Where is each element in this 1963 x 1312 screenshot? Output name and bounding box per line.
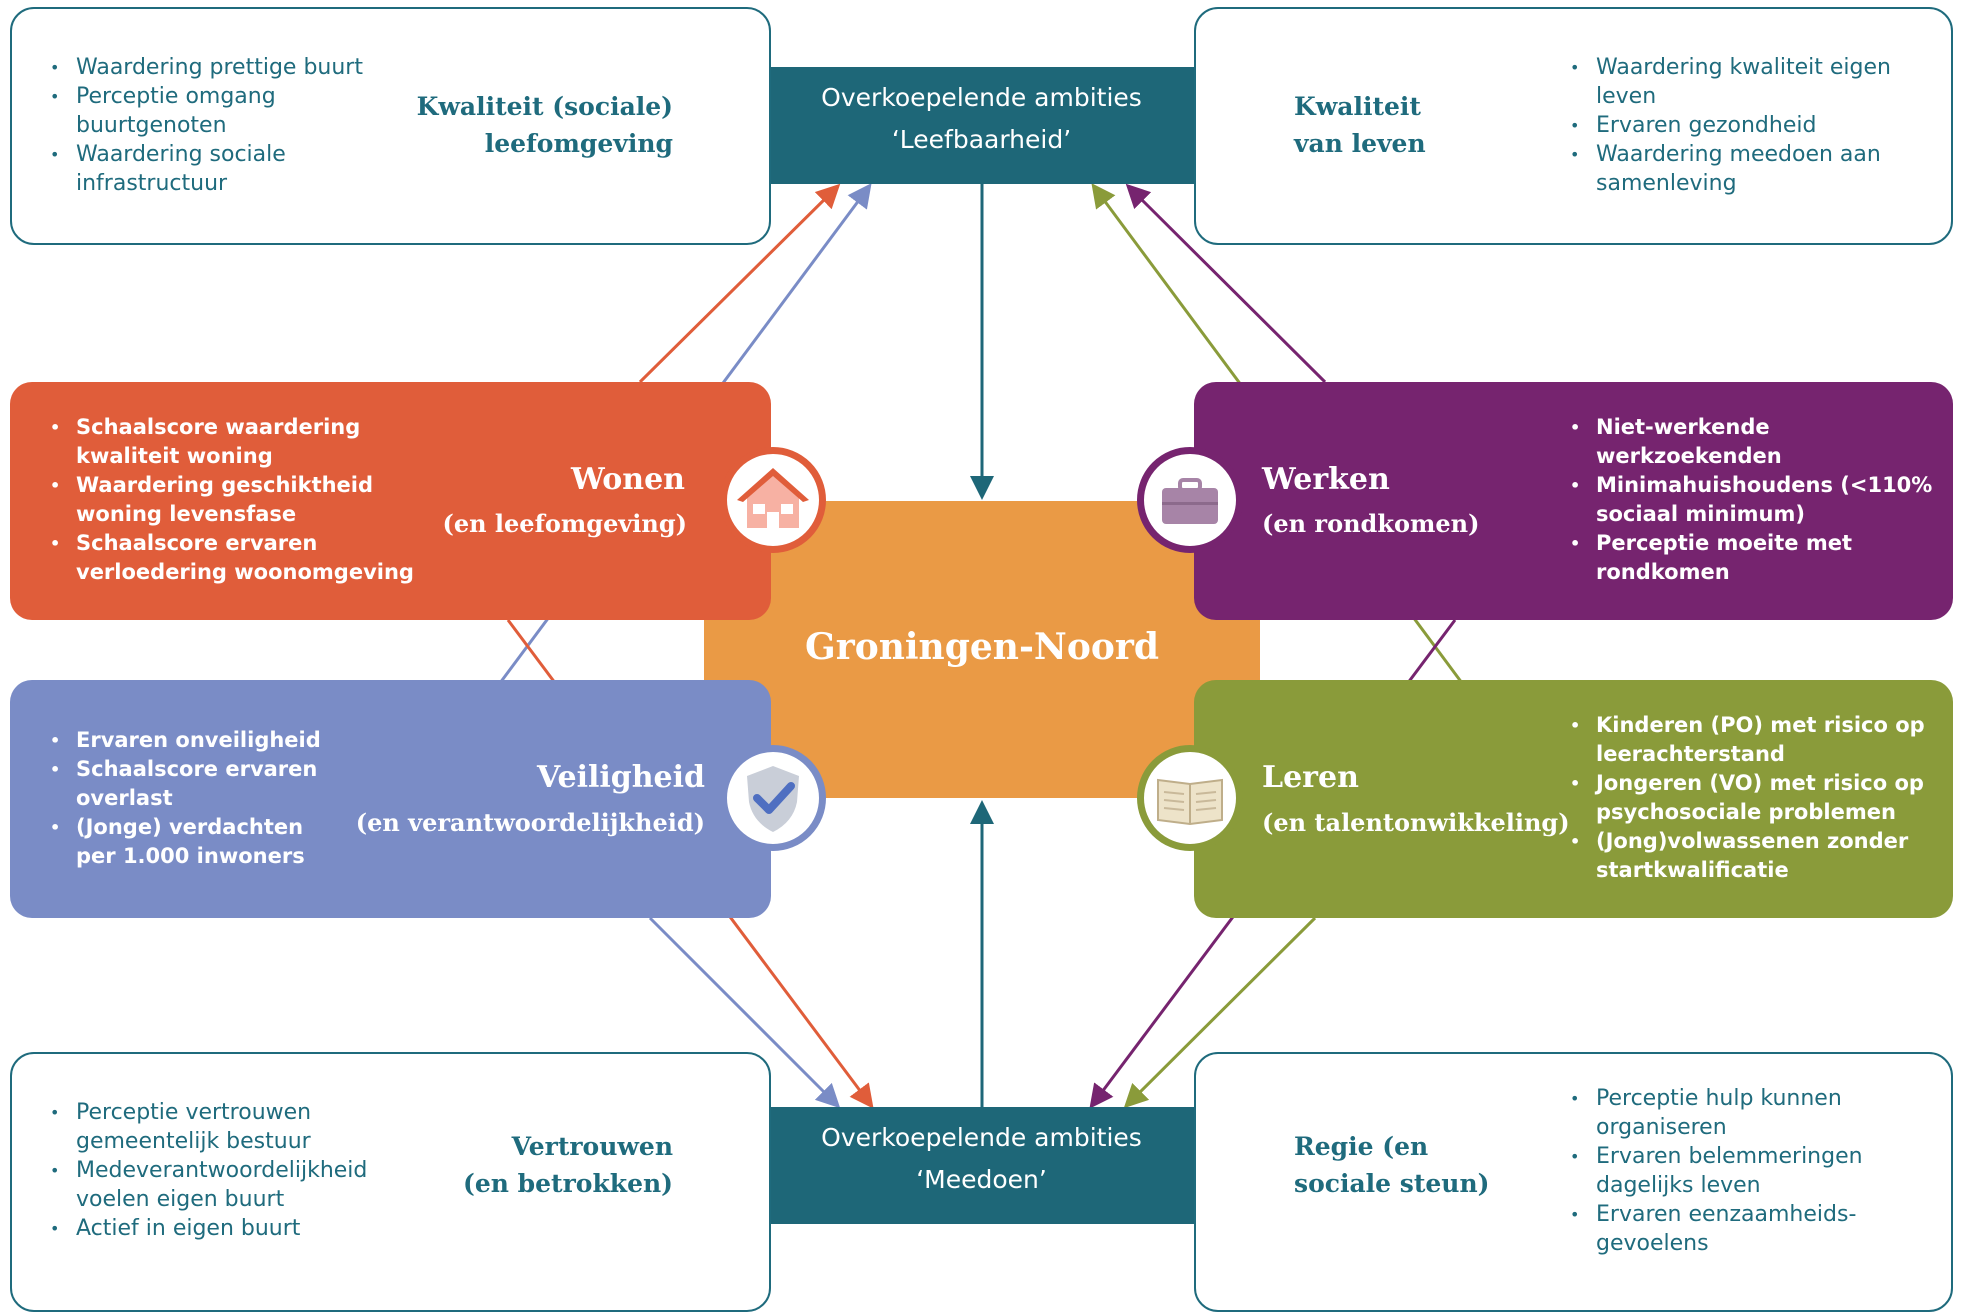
list-item: Perceptie moeite met [1570, 529, 1932, 558]
list-item: kwaliteit woning [76, 444, 273, 468]
subtitle-leren: (en talentonwikkeling) [1262, 808, 1570, 837]
list-item: Minimahuishoudens (<110% [1570, 471, 1932, 500]
arrow-veiligheid-to-meedoen [648, 916, 841, 1109]
list-item: startkwalificatie [1596, 858, 1789, 882]
list-item: Perceptie vertrouwen [50, 1098, 367, 1127]
list-item: Schaalscore waardering [50, 413, 414, 442]
list-item: (Jong)volwassenen zonder [1570, 827, 1925, 856]
list-item: dagelijks leven [1596, 1173, 1761, 1198]
arrow-werken-to-leefbaarheid [1125, 183, 1327, 384]
title-kwaliteit-van-leven: Kwaliteit van leven [1294, 92, 1426, 158]
book-icon [1137, 745, 1243, 851]
list-item: buurtgenoten [76, 113, 227, 138]
list-item: Waardering prettige buurt [50, 53, 363, 82]
list-item: Actief in eigen buurt [50, 1214, 367, 1243]
list-item: Schaalscore ervaren [50, 529, 414, 558]
list-werken: Niet-werkende werkzoekenden Minimahuisho… [1570, 413, 1932, 587]
briefcase-icon [1137, 447, 1243, 553]
box-veiligheid [10, 680, 771, 918]
ambition-leefbaarheid: Overkoepelende ambities ‘Leefbaarheid’ [703, 67, 1260, 184]
list-item: Schaalscore ervaren [50, 755, 321, 784]
center-box: Groningen-Noord [704, 501, 1260, 798]
house-icon [720, 447, 826, 553]
list-top-right: Waardering kwaliteit eigen leven Ervaren… [1570, 53, 1891, 198]
list-item: Kinderen (PO) met risico op [1570, 711, 1925, 740]
shield-check-icon [720, 745, 826, 851]
list-item: Ervaren eenzaamheids- [1570, 1200, 1863, 1229]
list-item: gevoelens [1596, 1231, 1709, 1256]
list-item: samenleving [1596, 171, 1737, 196]
list-item: Ervaren belemmeringen [1570, 1142, 1863, 1171]
list-item: overlast [76, 786, 173, 810]
title-wonen: Wonen [571, 462, 685, 497]
ambition-leefbaarheid-line1: Overkoepelende ambities [821, 83, 1142, 112]
arrow-leren-to-meedoen [1123, 916, 1317, 1109]
list-item: woning levensfase [76, 502, 297, 526]
ambition-meedoen-line1: Overkoepelende ambities [821, 1123, 1142, 1152]
title-leren: Leren [1262, 760, 1359, 795]
list-veiligheid: Ervaren onveiligheid Schaalscore ervaren… [50, 726, 321, 871]
list-item: rondkomen [1596, 560, 1730, 584]
title-veiligheid: Veiligheid [536, 760, 705, 795]
ambition-leefbaarheid-line2: ‘Leefbaarheid’ [891, 125, 1072, 154]
list-leren: Kinderen (PO) met risico op leerachterst… [1570, 711, 1925, 885]
list-item: Jongeren (VO) met risico op [1570, 769, 1925, 798]
list-item: verloedering woonomgeving [76, 560, 414, 584]
title-kwaliteit-sociale-leefomgeving: Kwaliteit (sociale) leefomgeving [416, 92, 673, 158]
list-item: Niet-werkende [1570, 413, 1932, 442]
list-bottom-left: Perceptie vertrouwen gemeentelijk bestuu… [50, 1098, 367, 1243]
list-item: per 1.000 inwoners [76, 844, 305, 868]
center-title: Groningen-Noord [804, 626, 1159, 668]
list-item: Ervaren gezondheid [1570, 111, 1891, 140]
list-top-left: Waardering prettige buurt Perceptie omga… [50, 53, 363, 198]
title-regie: Regie (en sociale steun) [1294, 1132, 1490, 1198]
subtitle-veiligheid: (en verantwoordelijkheid) [355, 808, 705, 837]
list-item: leerachterstand [1596, 742, 1785, 766]
title-vertrouwen: Vertrouwen (en betrokken) [463, 1132, 673, 1198]
list-item: infrastructuur [76, 171, 228, 196]
arrow-wonen-to-leefbaarheid [638, 183, 841, 384]
list-item: Waardering kwaliteit eigen [1570, 53, 1891, 82]
list-item: Perceptie hulp kunnen [1570, 1084, 1863, 1113]
list-item: Waardering meedoen aan [1570, 140, 1891, 169]
list-item: Waardering geschiktheid [50, 471, 414, 500]
ambition-meedoen-line2: ‘Meedoen’ [916, 1165, 1047, 1194]
subtitle-werken: (en rondkomen) [1262, 509, 1480, 538]
list-item: leven [1596, 84, 1657, 109]
list-wonen: Schaalscore waardering kwaliteit woning … [50, 413, 414, 587]
title-werken: Werken [1262, 462, 1390, 497]
list-item: Ervaren onveiligheid [50, 726, 321, 755]
list-item: Perceptie omgang [50, 82, 363, 111]
list-item: voelen eigen buurt [76, 1187, 285, 1212]
list-item: psychosociale problemen [1596, 800, 1896, 824]
subtitle-wonen: (en leefomgeving) [442, 509, 687, 538]
list-item: (Jonge) verdachten [50, 813, 321, 842]
list-item: gemeentelijk bestuur [76, 1129, 311, 1154]
outline-box-top-left [10, 7, 771, 245]
list-item: werkzoekenden [1596, 444, 1782, 468]
list-bottom-right: Perceptie hulp kunnen organiseren Ervare… [1570, 1084, 1863, 1258]
list-item: organiseren [1596, 1115, 1727, 1140]
list-item: Waardering sociale [50, 140, 363, 169]
list-item: sociaal minimum) [1596, 502, 1805, 526]
ambition-meedoen: Overkoepelende ambities ‘Meedoen’ [703, 1107, 1260, 1224]
list-item: Medeverantwoordelijkheid [50, 1156, 367, 1185]
